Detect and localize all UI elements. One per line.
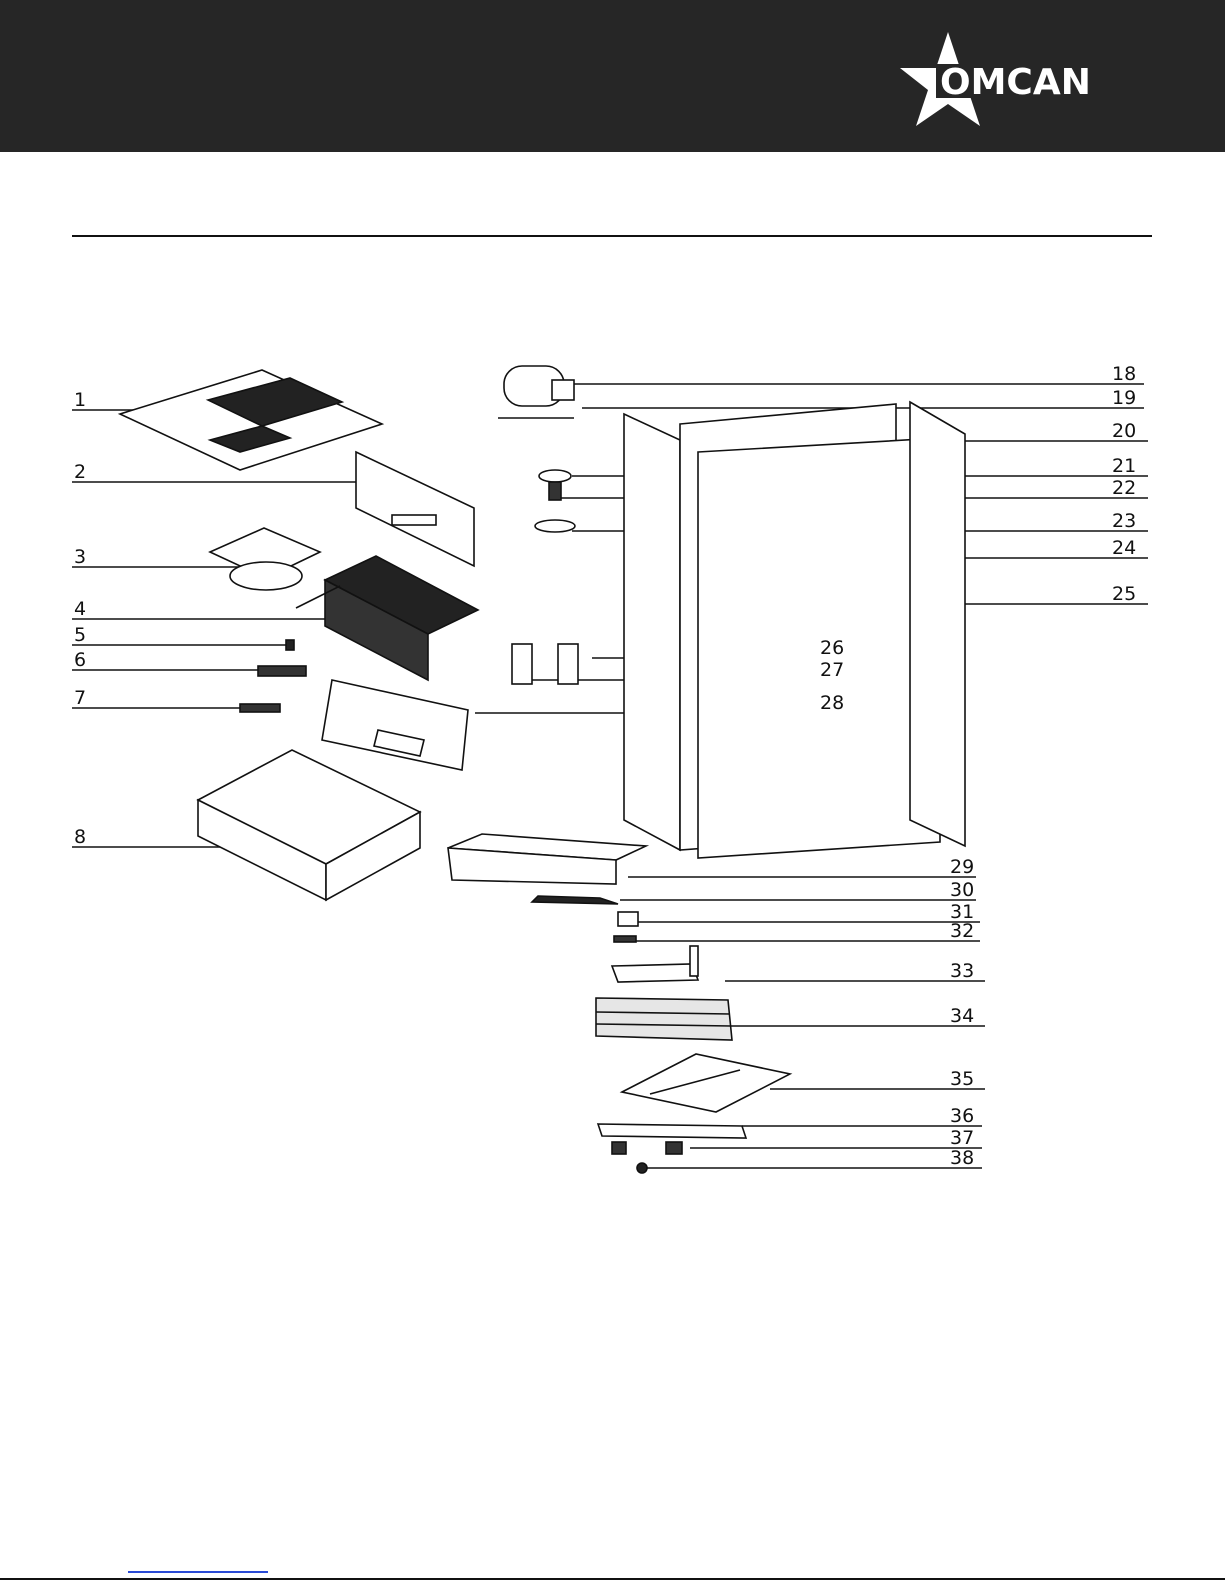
drain-pan-part bbox=[612, 946, 698, 982]
part-label: 6 bbox=[74, 649, 86, 671]
evaporator-coil-part bbox=[596, 998, 732, 1040]
part-label: 38 bbox=[950, 1147, 974, 1169]
clip-a-part bbox=[612, 1142, 626, 1154]
switch-part bbox=[618, 912, 638, 926]
part-label: 25 bbox=[1112, 583, 1136, 605]
part-label: 37 bbox=[950, 1127, 974, 1149]
fan-motor-part bbox=[535, 470, 575, 532]
part-label: 7 bbox=[74, 687, 86, 709]
part-label: 24 bbox=[1112, 537, 1136, 559]
base-tray-part bbox=[198, 750, 420, 900]
terminal-block-part bbox=[240, 704, 280, 712]
part-label: 33 bbox=[950, 960, 974, 982]
part-label: 29 bbox=[950, 856, 974, 878]
part-label: 20 bbox=[1112, 420, 1136, 442]
cabinet-assembly-part bbox=[624, 402, 965, 858]
part-label: 4 bbox=[74, 598, 86, 620]
evaporator-housing-part bbox=[448, 834, 646, 884]
rail-part bbox=[598, 1124, 746, 1138]
clip-b-part bbox=[666, 1142, 682, 1154]
back-panel-part bbox=[322, 680, 468, 770]
part-label: 26 bbox=[820, 637, 844, 659]
part-label: 32 bbox=[950, 920, 974, 942]
sensor-part bbox=[614, 936, 636, 942]
part-label: 1 bbox=[74, 389, 86, 411]
part-label: 2 bbox=[74, 461, 86, 483]
foot-part bbox=[637, 1163, 647, 1173]
small-clip-part bbox=[286, 640, 294, 650]
parts-drawings bbox=[120, 366, 965, 1173]
bracket-part bbox=[258, 666, 306, 676]
part-label: 36 bbox=[950, 1105, 974, 1127]
top-panel-part bbox=[120, 370, 382, 470]
part-label: 3 bbox=[74, 546, 86, 568]
front-grille-panel-part bbox=[356, 452, 474, 566]
part-label: 8 bbox=[74, 826, 86, 848]
part-label: 18 bbox=[1112, 363, 1136, 385]
footer-link-underline[interactable] bbox=[128, 1571, 268, 1573]
leader-lines bbox=[72, 384, 1148, 1168]
part-number-labels: 1 2 3 4 5 6 7 8 18 19 20 21 22 23 24 25 … bbox=[74, 363, 1136, 1169]
part-label: 27 bbox=[820, 659, 844, 681]
part-label: 21 bbox=[1112, 455, 1136, 477]
part-label: 19 bbox=[1112, 387, 1136, 409]
part-label: 35 bbox=[950, 1068, 974, 1090]
filter-part bbox=[532, 896, 618, 904]
condenser-coil-part bbox=[296, 556, 478, 680]
part-label: 28 bbox=[820, 692, 844, 714]
fan-shroud-part bbox=[210, 528, 320, 590]
hinge-brackets-part bbox=[512, 644, 578, 684]
part-label: 23 bbox=[1112, 510, 1136, 532]
wire-shelf-part bbox=[622, 1054, 790, 1112]
footer-rule bbox=[0, 1578, 1225, 1580]
compressor-part bbox=[498, 366, 574, 418]
part-label: 22 bbox=[1112, 477, 1136, 499]
part-label: 34 bbox=[950, 1005, 974, 1027]
part-label: 30 bbox=[950, 879, 974, 901]
part-label: 5 bbox=[74, 624, 86, 646]
